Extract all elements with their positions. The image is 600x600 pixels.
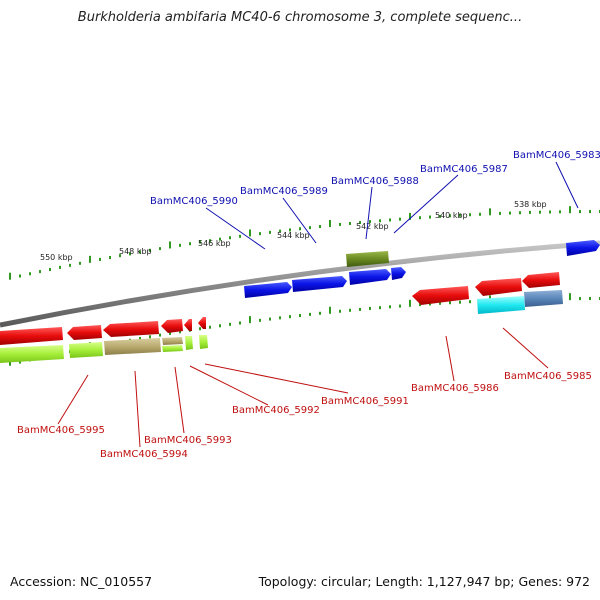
- scale-labels: 550 kbp 548 kbp 546 kbp 544 kbp 542 kbp …: [40, 200, 547, 262]
- gene-bammc406-5995[interactable]: [0, 327, 63, 345]
- gene-bammc406-5991-a[interactable]: [184, 319, 192, 331]
- feature-lime-3: [162, 345, 183, 352]
- gene-label-bammc406-5986[interactable]: BamMC406_5986: [411, 383, 499, 394]
- gene-bammc406-5993[interactable]: [103, 321, 159, 337]
- reverse-gene-labels: BamMC406_5995 BamMC406_5994 BamMC406_599…: [17, 371, 592, 460]
- gene-label-bammc406-5993[interactable]: BamMC406_5993: [144, 435, 232, 446]
- feature-steel: [524, 290, 563, 307]
- gene-bammc406-5990[interactable]: [244, 282, 292, 298]
- gene-label-bammc406-5990[interactable]: BamMC406_5990: [150, 196, 238, 207]
- lower-feature-track: [0, 290, 563, 363]
- genome-backbone: [0, 240, 600, 328]
- gene-label-bammc406-5983[interactable]: BamMC406_5983: [513, 150, 600, 161]
- forward-leader-lines: [205, 161, 579, 250]
- gene-bammc406-5994[interactable]: [67, 325, 102, 340]
- feature-lime-1: [0, 345, 64, 363]
- feature-tan-2: [162, 337, 183, 345]
- feature-lime-2: [69, 342, 103, 358]
- gene-label-bammc406-5988[interactable]: BamMC406_5988: [331, 176, 419, 187]
- map-title: Burkholderia ambifaria MC40-6 chromosome…: [77, 10, 523, 25]
- forward-genes: [244, 240, 600, 298]
- gene-label-bammc406-5989[interactable]: BamMC406_5989: [240, 186, 328, 197]
- gene-bammc406-5989[interactable]: [292, 276, 347, 292]
- gene-bammc406-5991-b[interactable]: [198, 317, 206, 329]
- reverse-leader-lines: [57, 327, 549, 448]
- accession-text: Accession: NC_010557: [10, 574, 153, 589]
- feature-lime-5: [199, 335, 208, 349]
- scale-label-540: 540 kbp: [435, 211, 468, 220]
- gene-bammc406-5985-a[interactable]: [475, 278, 522, 296]
- gene-label-bammc406-5987[interactable]: BamMC406_5987: [420, 164, 508, 175]
- gene-bammc406-5988[interactable]: [346, 251, 389, 267]
- feature-cyan: [477, 296, 525, 314]
- forward-gene-labels: BamMC406_5990 BamMC406_5989 BamMC406_598…: [150, 150, 600, 207]
- feature-lime-4: [185, 336, 193, 350]
- gene-label-bammc406-5991[interactable]: BamMC406_5991: [321, 396, 409, 407]
- gene-bammc406-5987-a[interactable]: [349, 269, 391, 285]
- gene-label-bammc406-5992[interactable]: BamMC406_5992: [232, 405, 320, 416]
- upper-scale-ruler: [9, 206, 600, 280]
- scale-label-546: 546 kbp: [198, 239, 231, 248]
- gene-label-bammc406-5995[interactable]: BamMC406_5995: [17, 425, 105, 436]
- scale-label-550: 550 kbp: [40, 253, 73, 262]
- scale-label-542: 542 kbp: [356, 222, 389, 231]
- scale-label-538: 538 kbp: [514, 200, 547, 209]
- scale-label-544: 544 kbp: [277, 231, 310, 240]
- scale-label-548: 548 kbp: [119, 247, 152, 256]
- gene-bammc406-5986[interactable]: [412, 286, 469, 305]
- feature-tan-1: [104, 338, 161, 355]
- gene-bammc406-5987-b[interactable]: [391, 267, 406, 280]
- gene-label-bammc406-5985[interactable]: BamMC406_5985: [504, 371, 592, 382]
- reverse-genes: [0, 272, 560, 345]
- gene-bammc406-5983[interactable]: [566, 240, 600, 256]
- gene-bammc406-5985-b[interactable]: [522, 272, 560, 288]
- gene-bammc406-5992[interactable]: [161, 319, 183, 333]
- gene-label-bammc406-5994[interactable]: BamMC406_5994: [100, 449, 188, 460]
- genome-summary-text: Topology: circular; Length: 1,127,947 bp…: [258, 574, 590, 589]
